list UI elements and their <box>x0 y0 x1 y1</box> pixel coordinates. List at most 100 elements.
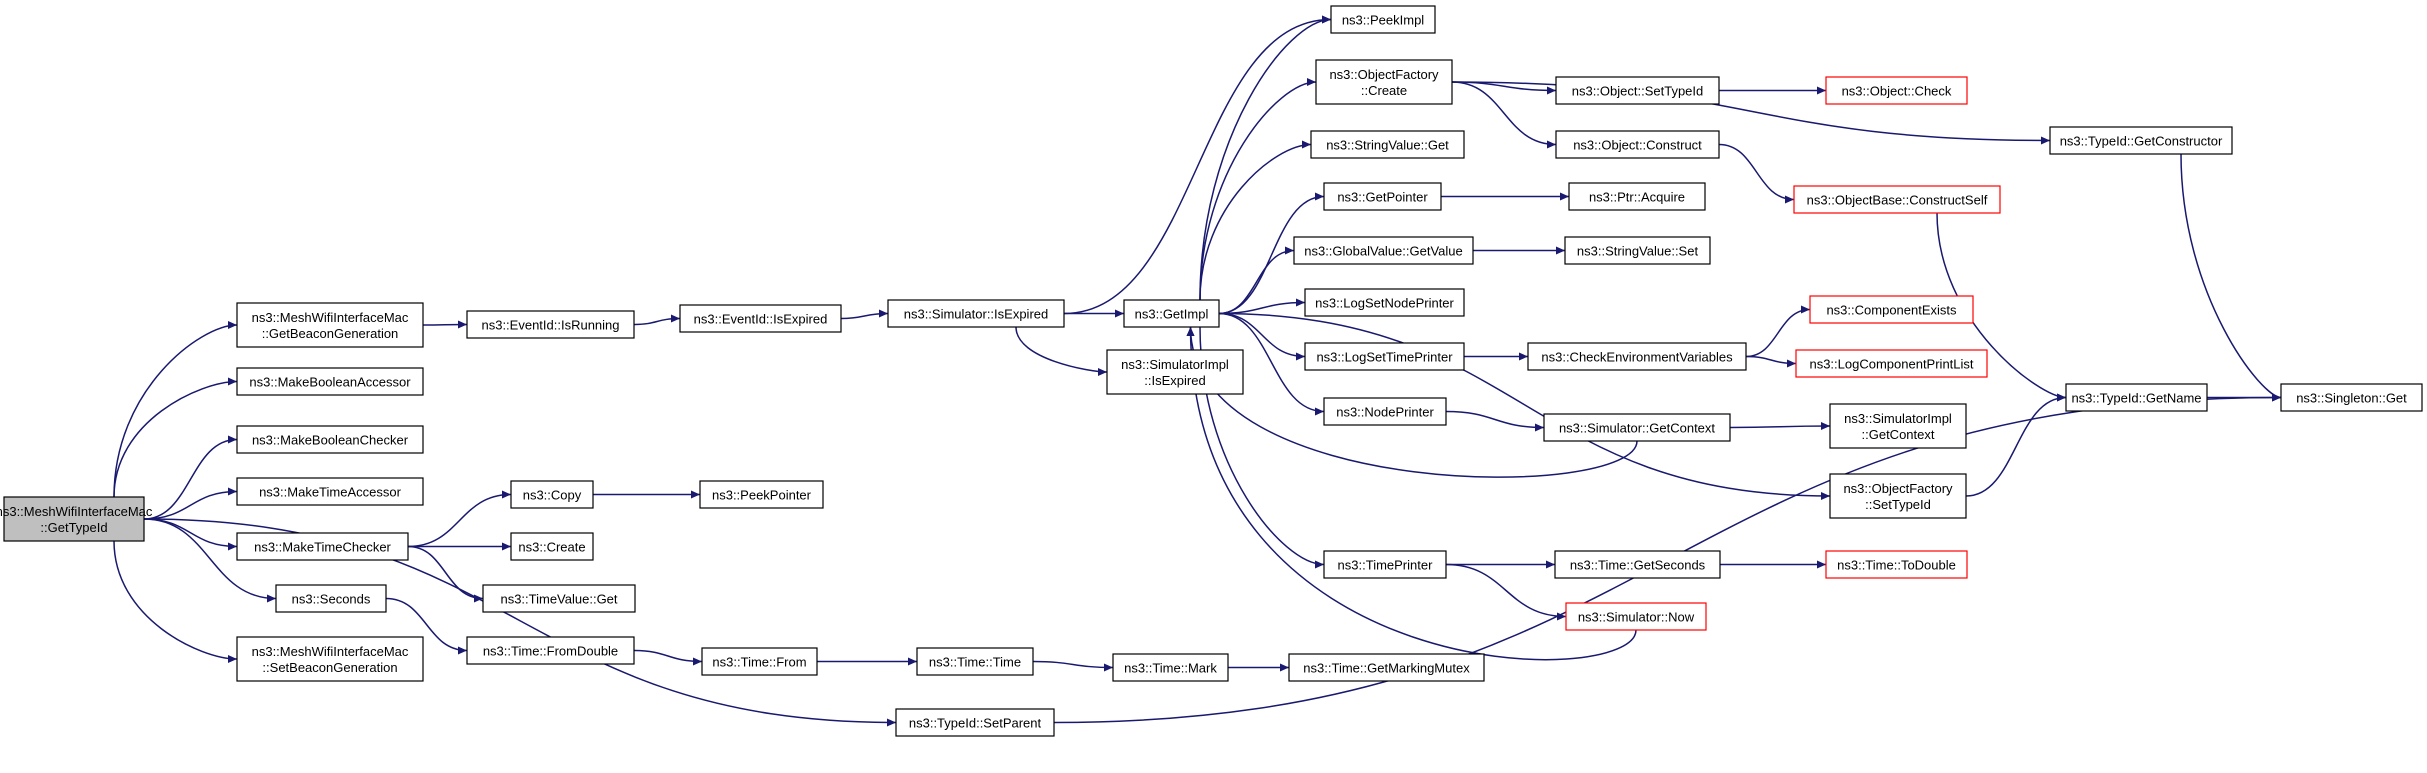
node-root[interactable]: ns3::MeshWifiInterfaceMac::GetTypeId <box>0 496 153 542</box>
node-box <box>510 480 594 509</box>
node-label: ns3::PeekPointer <box>712 488 812 503</box>
node-objcheck[interactable]: ns3::Object::Check <box>1825 76 1968 105</box>
node-singletonget[interactable]: ns3::Singleton::Get <box>2280 383 2423 412</box>
node-peekimpl[interactable]: ns3::PeekImpl <box>1330 5 1436 34</box>
node-box <box>1304 288 1465 317</box>
node-label: ns3::Singleton::Get <box>2296 391 2407 406</box>
node-objconstruct[interactable]: ns3::Object::Construct <box>1555 130 1720 159</box>
node-label: ns3::LogSetNodePrinter <box>1315 296 1454 311</box>
node-simisexpired[interactable]: ns3::Simulator::IsExpired <box>887 299 1065 328</box>
node-simimplgetcontext[interactable]: ns3::SimulatorImpl::GetContext <box>1829 403 1967 449</box>
node-getimpl[interactable]: ns3::GetImpl <box>1123 299 1220 328</box>
node-label: ::SetTypeId <box>1865 497 1931 512</box>
node-label: ns3::ObjectBase::ConstructSelf <box>1807 193 1988 208</box>
node-globalvalueget[interactable]: ns3::GlobalValue::GetValue <box>1293 236 1474 265</box>
node-label: ns3::TimeValue::Get <box>500 592 617 607</box>
node-label: ns3::StringValue::Set <box>1577 244 1699 259</box>
node-box <box>1293 236 1474 265</box>
node-isrunning[interactable]: ns3::EventId::IsRunning <box>466 310 635 339</box>
edge-root-to-mkboolacc <box>113 377 238 498</box>
node-getpointer[interactable]: ns3::GetPointer <box>1323 182 1442 211</box>
node-label: ns3::PeekImpl <box>1342 13 1424 28</box>
node-timefromdouble[interactable]: ns3::Time::FromDouble <box>466 636 635 665</box>
node-label: ns3::ComponentExists <box>1826 303 1957 318</box>
node-label: ns3::GetPointer <box>1337 190 1428 205</box>
node-timevalueget[interactable]: ns3::TimeValue::Get <box>482 584 636 613</box>
node-label: ::SetBeaconGeneration <box>262 660 397 675</box>
node-componentexists[interactable]: ns3::ComponentExists <box>1809 295 1974 324</box>
node-objsettypeid[interactable]: ns3::Object::SetTypeId <box>1555 76 1720 105</box>
node-logcomponentprintlist[interactable]: ns3::LogComponentPrintList <box>1795 349 1988 378</box>
node-box <box>236 636 424 682</box>
node-box <box>679 304 842 333</box>
node-copy[interactable]: ns3::Copy <box>510 480 594 509</box>
node-ptracquire[interactable]: ns3::Ptr::Acquire <box>1568 182 1706 211</box>
node-label: ns3::MeshWifiInterfaceMac <box>0 504 153 519</box>
edge-objfactsettypeid-to-typeidgetname <box>1965 393 2067 497</box>
node-create[interactable]: ns3::Create <box>510 532 594 561</box>
node-getbeacon[interactable]: ns3::MeshWifiInterfaceMac::GetBeaconGene… <box>236 302 424 348</box>
node-logsetnode[interactable]: ns3::LogSetNodePrinter <box>1304 288 1465 317</box>
node-stringvalueset[interactable]: ns3::StringValue::Set <box>1564 236 1711 265</box>
node-timetime[interactable]: ns3::Time::Time <box>916 647 1034 676</box>
node-label: ns3::Simulator::Now <box>1578 610 1695 625</box>
node-simimplisexpired[interactable]: ns3::SimulatorImpl::IsExpired <box>1106 349 1244 395</box>
node-typeidgetconstructor[interactable]: ns3::TypeId::GetConstructor <box>2049 126 2233 155</box>
edge-isrunning-to-isexpired <box>633 314 681 326</box>
node-mkboolacc[interactable]: ns3::MakeBooleanAccessor <box>236 367 424 396</box>
node-label: ns3::Simulator::GetContext <box>1559 421 1715 436</box>
node-box <box>1825 550 1968 579</box>
node-objbaseconstructself[interactable]: ns3::ObjectBase::ConstructSelf <box>1793 185 2001 214</box>
node-nodeprinter[interactable]: ns3::NodePrinter <box>1323 397 1447 426</box>
node-typeidgetname[interactable]: ns3::TypeId::GetName <box>2065 383 2208 412</box>
node-label: ns3::SimulatorImpl <box>1121 357 1229 372</box>
node-label: ns3::MeshWifiInterfaceMac <box>252 310 409 325</box>
node-label: ::GetTypeId <box>40 520 107 535</box>
node-timeprinter[interactable]: ns3::TimePrinter <box>1323 550 1447 579</box>
node-label: ns3::MakeTimeChecker <box>254 540 391 555</box>
node-typeidsetparent[interactable]: ns3::TypeId::SetParent <box>895 708 1055 737</box>
node-label: ns3::Time::GetMarkingMutex <box>1303 661 1470 676</box>
node-mkboolchk[interactable]: ns3::MakeBooleanChecker <box>236 425 424 454</box>
node-mktimechk[interactable]: ns3::MakeTimeChecker <box>236 532 409 561</box>
node-label: ns3::GetImpl <box>1135 307 1209 322</box>
node-box <box>510 532 594 561</box>
node-objfactcreate[interactable]: ns3::ObjectFactory::Create <box>1315 59 1453 105</box>
node-label: ns3::StringValue::Get <box>1326 138 1449 153</box>
node-timemark[interactable]: ns3::Time::Mark <box>1112 653 1229 682</box>
edge-root-to-typeidsetparent <box>143 518 897 727</box>
node-mktimeacc[interactable]: ns3::MakeTimeAccessor <box>236 477 424 506</box>
node-label: ns3::Object::Check <box>1842 84 1952 99</box>
node-objfactsettypeid[interactable]: ns3::ObjectFactory::SetTypeId <box>1829 473 1967 519</box>
node-box <box>701 647 818 676</box>
node-timetodouble[interactable]: ns3::Time::ToDouble <box>1825 550 1968 579</box>
node-label: ::Create <box>1361 83 1407 98</box>
node-logsettime[interactable]: ns3::LogSetTimePrinter <box>1304 342 1465 371</box>
node-isexpired[interactable]: ns3::EventId::IsExpired <box>679 304 842 333</box>
edge-root-to-seconds <box>143 518 277 603</box>
node-label: ns3::Simulator::IsExpired <box>904 307 1049 322</box>
edge-objconstruct-to-objbaseconstructself <box>1718 143 1795 204</box>
edge-getimpl-to-logsetnode <box>1218 298 1306 315</box>
node-setbeacon[interactable]: ns3::MeshWifiInterfaceMac::SetBeaconGene… <box>236 636 424 682</box>
node-checkenv[interactable]: ns3::CheckEnvironmentVariables <box>1527 342 1747 371</box>
node-label: ns3::LogSetTimePrinter <box>1316 350 1453 365</box>
node-label: ns3::Time::FromDouble <box>483 644 618 659</box>
node-label: ns3::Ptr::Acquire <box>1589 190 1685 205</box>
node-label: ns3::Copy <box>523 488 582 503</box>
node-timefrom[interactable]: ns3::Time::From <box>701 647 818 676</box>
node-getmarkingmutex[interactable]: ns3::Time::GetMarkingMutex <box>1288 653 1485 682</box>
node-simgetcontext[interactable]: ns3::Simulator::GetContext <box>1543 413 1731 442</box>
node-label: ns3::TypeId::GetName <box>2071 391 2201 406</box>
node-label: ns3::SimulatorImpl <box>1844 411 1952 426</box>
node-timegetseconds[interactable]: ns3::Time::GetSeconds <box>1554 550 1721 579</box>
node-box <box>2049 126 2233 155</box>
node-box <box>1568 182 1706 211</box>
node-peekpointer[interactable]: ns3::PeekPointer <box>699 480 824 509</box>
node-box <box>236 302 424 348</box>
node-stringvalueget[interactable]: ns3::StringValue::Get <box>1310 130 1465 159</box>
node-seconds[interactable]: ns3::Seconds <box>275 584 387 613</box>
node-simnow[interactable]: ns3::Simulator::Now <box>1565 602 1707 631</box>
node-box <box>1564 236 1711 265</box>
